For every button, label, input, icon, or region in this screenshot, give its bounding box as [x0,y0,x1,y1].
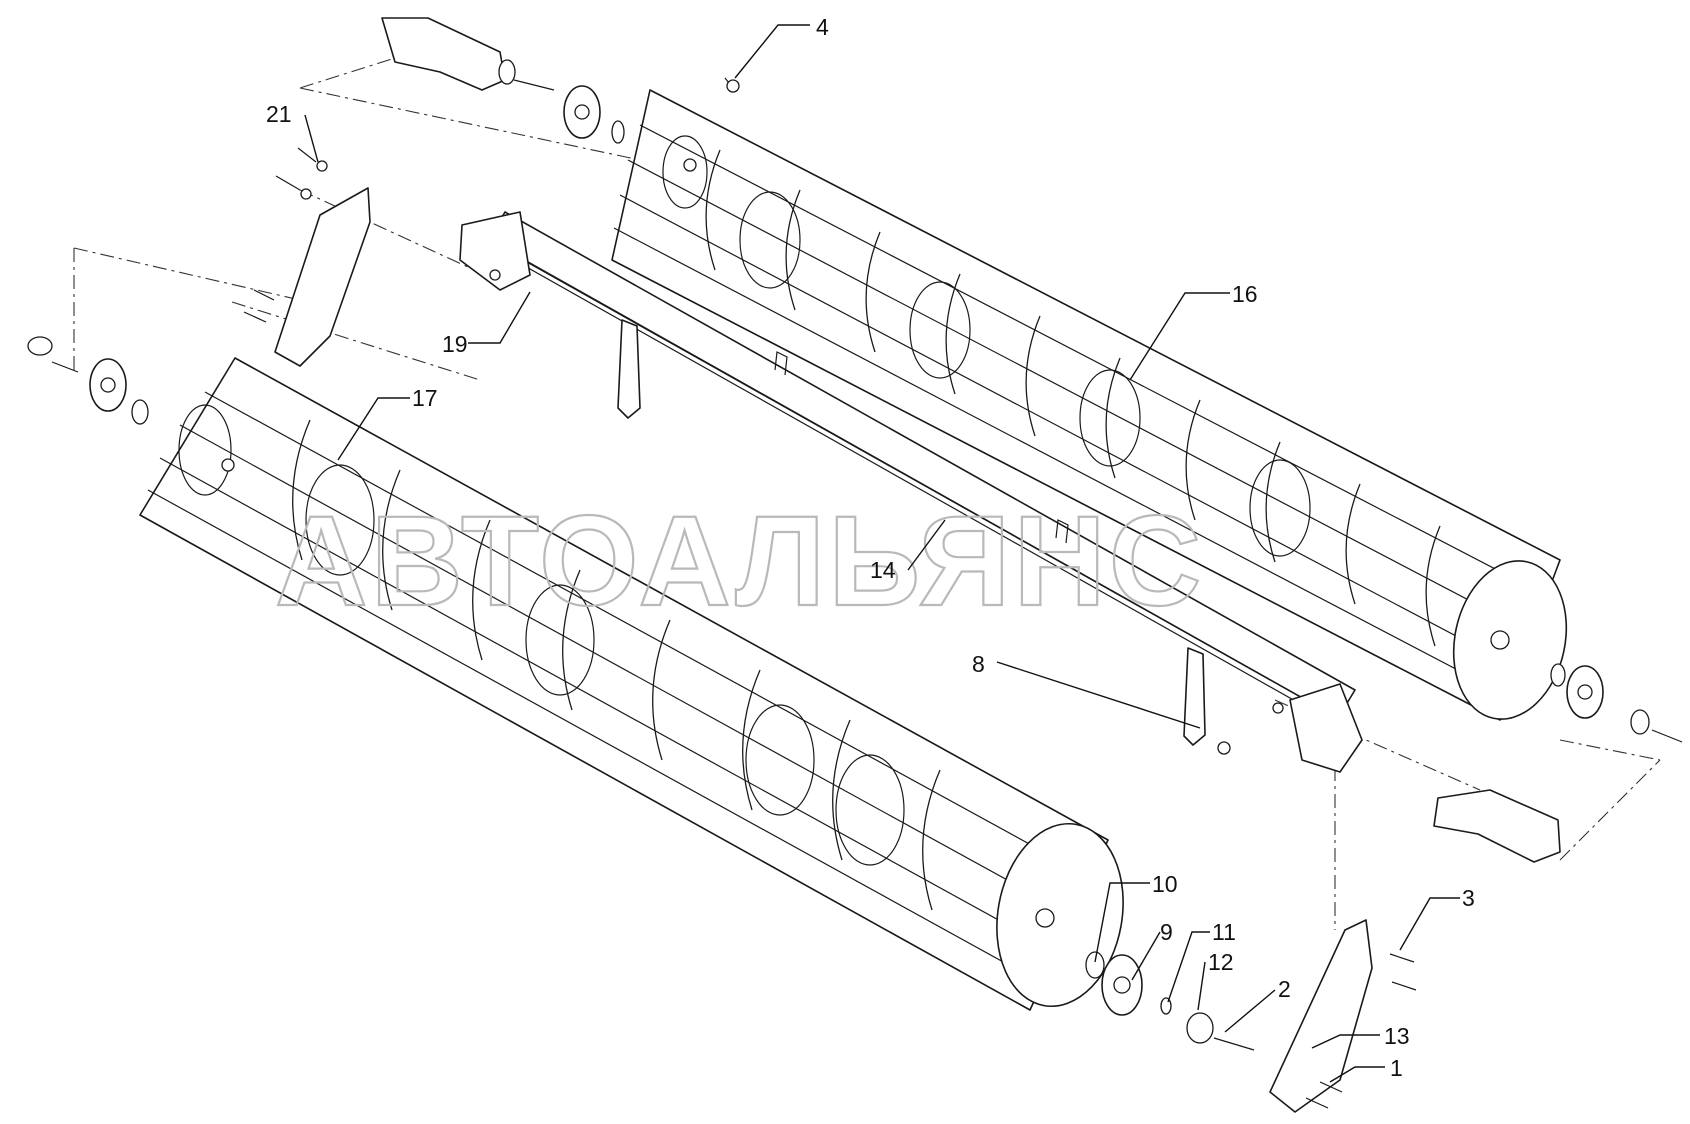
callout-9: 9 [1160,919,1173,945]
callout-12: 12 [1208,949,1234,975]
watermark: АВТОАЛЬЯНС [275,490,1204,633]
callout-leaders [304,24,1460,1083]
callout-4: 4 [816,14,829,40]
callout-2: 2 [1278,976,1291,1002]
frame-beam [459,211,1363,773]
callout-1: 1 [1390,1055,1403,1081]
callout-13: 13 [1384,1023,1410,1049]
callout-21: 21 [266,101,292,127]
lower-roller [139,357,1124,1011]
alignment-lines [73,57,1661,930]
callout-19: 19 [442,331,468,357]
brackets [274,17,1561,1113]
callout-14: 14 [870,557,896,583]
callout-8: 8 [972,651,985,677]
upper-roller [611,89,1568,721]
callout-3: 3 [1462,885,1475,911]
callout-11: 11 [1212,919,1236,945]
callout-10: 10 [1152,871,1178,897]
callout-labels: 4 21 16 19 17 14 8 10 9 11 12 2 3 13 1 [266,14,1475,1081]
callout-17: 17 [412,385,438,411]
callout-16: 16 [1232,281,1258,307]
